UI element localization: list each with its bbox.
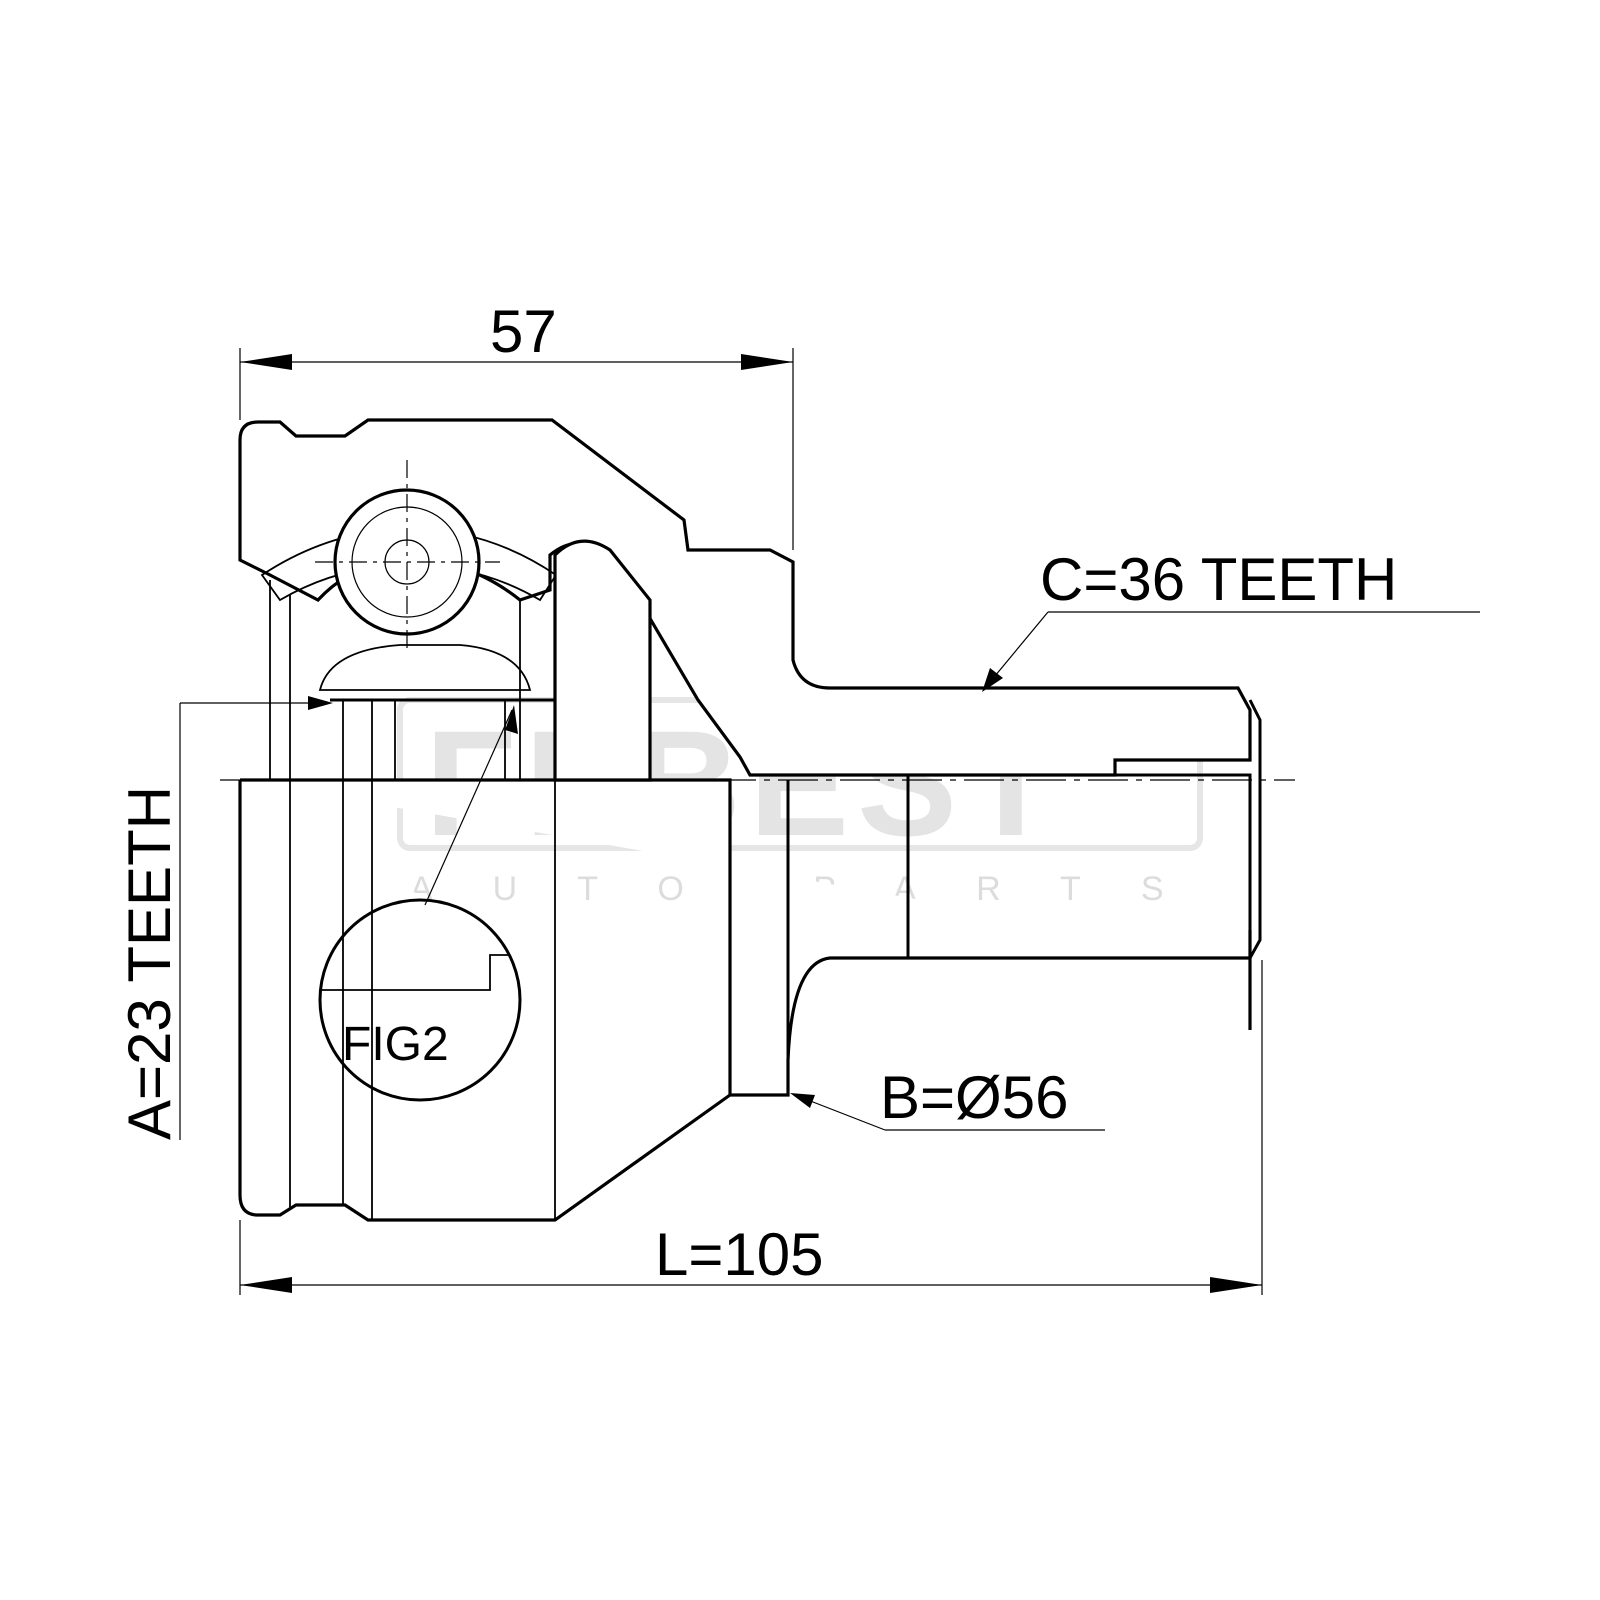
callout-diameter: B=Ø56	[790, 1064, 1105, 1131]
callout-inner-teeth: A=23 TEETH	[116, 696, 333, 1140]
joint-housing	[238, 418, 1262, 1222]
dim-57-arrow-right	[741, 354, 793, 370]
dimension-57: 57	[239, 298, 794, 550]
callout-outer-teeth: C=36 TEETH	[982, 546, 1480, 692]
fig2-hatched-profile	[320, 900, 520, 991]
dim-L-arrow-right	[1210, 1277, 1262, 1293]
dimension-length: L=105	[239, 960, 1263, 1295]
fig2-leader-arrow	[505, 705, 518, 734]
callout-a-arrow	[308, 696, 333, 710]
dim-L-arrow-left	[240, 1277, 292, 1293]
fig2-circle	[318, 898, 522, 1102]
callout-c-label: C=36 TEETH	[1040, 546, 1397, 613]
callout-a-label: A=23 TEETH	[116, 786, 183, 1140]
inner-race	[318, 644, 532, 691]
dim-57-label: 57	[490, 298, 557, 365]
dim-L-label: L=105	[655, 1221, 824, 1288]
fig2-label: FIG2	[342, 1018, 449, 1071]
stub-shaft	[906, 699, 1262, 959]
callout-c-arrow	[982, 668, 1003, 692]
cage-post	[553, 539, 652, 782]
callout-b-label: B=Ø56	[880, 1064, 1068, 1131]
callout-b-arrow	[790, 1093, 815, 1108]
dim-57-arrow-left	[240, 354, 292, 370]
fig2-leader	[424, 709, 513, 906]
detail-fig2: FIG2	[318, 705, 522, 1102]
